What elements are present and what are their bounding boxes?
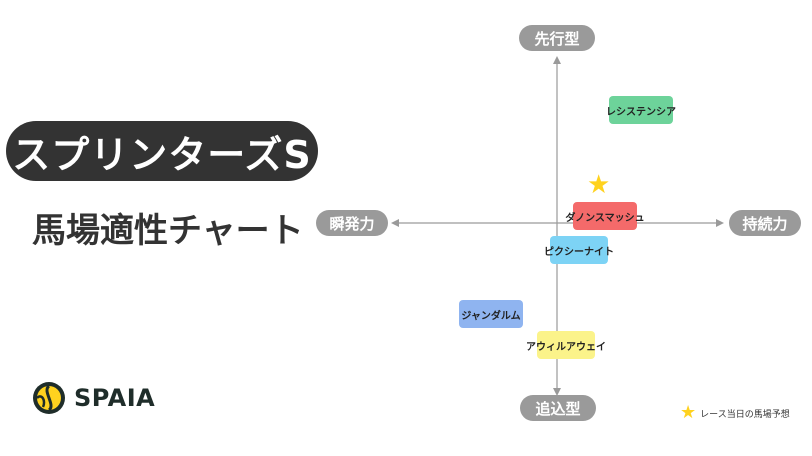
legend-star-icon: ★ (680, 402, 697, 423)
page-subtitle: 馬場適性チャート (32, 211, 304, 251)
legend-text: レース当日の馬場予想 (700, 409, 790, 420)
page-title: スプリンターズS (6, 121, 318, 181)
arrow-up-icon (553, 56, 561, 64)
arrow-right-icon (716, 219, 724, 227)
star-icon: ★ (587, 170, 611, 200)
axis-label-top: 先行型 (519, 25, 595, 51)
horse-label-danon-smash: ダノンスマッシュ (565, 202, 645, 230)
legend: ★ レース当日の馬場予想 (680, 404, 790, 422)
horse-label-awill-away: アウィルアウェイ (526, 331, 606, 359)
axis-label-right: 持続力 (729, 210, 801, 236)
arrow-down-icon (553, 388, 561, 396)
brand-name: SPAIA (74, 384, 156, 412)
arrow-left-icon (391, 219, 399, 227)
spaia-logo: SPAIA (32, 380, 155, 416)
horse-label-pixie-knight: ピクシーナイト (544, 236, 614, 264)
horse-label-gendarme: ジャンダルム (459, 300, 523, 328)
axis-label-bottom: 追込型 (520, 395, 596, 421)
horse-label-resistencia: レシステンシア (606, 96, 676, 124)
axis-label-left: 瞬発力 (316, 210, 388, 236)
spaia-logo-icon (33, 382, 65, 414)
